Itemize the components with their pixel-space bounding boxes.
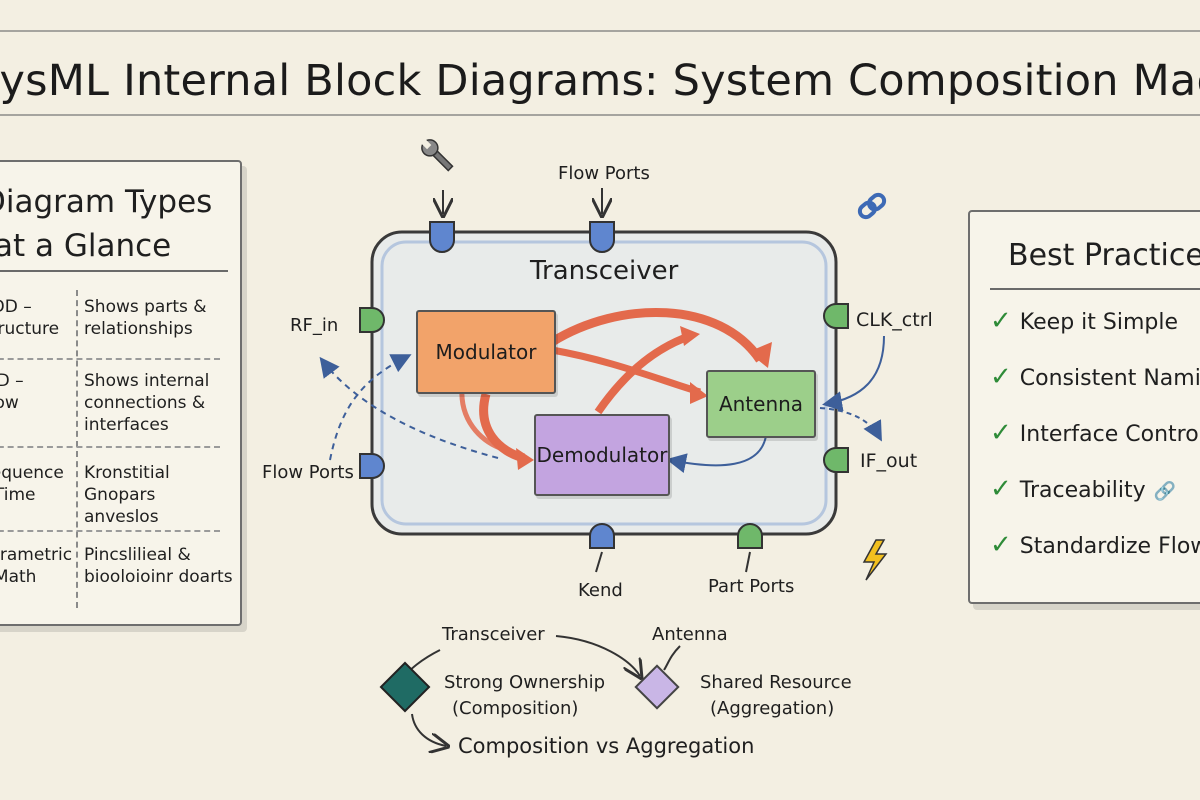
wrench-icon	[421, 139, 454, 172]
part-ports-label: Part Ports	[708, 576, 795, 597]
title-rule-bottom	[0, 114, 1200, 116]
demodulator-label: Demodulator	[536, 443, 668, 467]
flow-port	[589, 221, 615, 253]
row-divider	[0, 358, 220, 360]
best-practice-label: Standardize Flows	[1019, 534, 1200, 559]
flow-arrowhead	[748, 342, 772, 368]
flow-arrow	[594, 332, 692, 415]
modulator-label: Modulator	[435, 340, 537, 364]
best-practice-item: ✓ Interface Control	[990, 418, 1200, 448]
check-icon: ✓	[990, 474, 1012, 504]
demodulator-block: Demodulator	[534, 414, 670, 496]
transceiver-title: Transceiver	[530, 256, 679, 286]
connector	[319, 356, 499, 459]
flow-port	[359, 453, 385, 479]
antenna-label: Antenna	[718, 392, 804, 416]
if-out-label: IF_out	[860, 450, 918, 472]
connector	[666, 435, 767, 473]
flow-arrowhead	[516, 448, 534, 470]
kend-label: Kend	[578, 580, 623, 601]
legend-antenna: Antenna	[652, 624, 728, 645]
check-icon: ✓	[990, 362, 1012, 392]
legend-shared-2: (Aggregation)	[710, 698, 835, 719]
part-port	[823, 303, 849, 329]
pointer-line	[745, 551, 751, 573]
flow-ports-top-label: Flow Ports	[558, 163, 650, 184]
diagram-type-desc: Kronstitial Gnopars anveslos	[84, 463, 170, 527]
flow-port	[589, 523, 615, 549]
check-icon: ✓	[990, 306, 1012, 336]
page-title: SysML Internal Block Diagrams: System Co…	[0, 56, 1200, 106]
flow-arrowhead	[690, 382, 708, 404]
diagram-types-panel: Diagram Types at a Glance BDD – Structur…	[0, 160, 242, 626]
connector	[819, 407, 882, 442]
best-practice-item: ✓ Standardize Flows	[990, 530, 1200, 560]
check-icon: ✓	[990, 418, 1012, 448]
diagram-types-heading-1: Diagram Types	[0, 184, 213, 220]
clk-ctrl-label: CLK_ctrl	[856, 309, 933, 331]
flow-arrow	[549, 308, 764, 363]
composition-diamond	[379, 661, 431, 713]
best-practice-item: ✓ Keep it Simple	[990, 306, 1178, 336]
row-divider	[0, 446, 220, 448]
heading-divider	[0, 270, 228, 272]
row-divider	[0, 530, 220, 532]
best-practice-label: Keep it Simple	[1019, 310, 1179, 335]
best-practice-label: Traceability	[1019, 478, 1146, 503]
part-port	[359, 307, 385, 333]
connector	[329, 354, 412, 461]
diagram-type-name: Parametric – Math	[0, 545, 73, 587]
legend-strong-1: Strong Ownership	[444, 672, 606, 693]
flow-port	[429, 221, 455, 253]
best-practices-panel: Best Practices ✓ Keep it Simple ✓ Consiste…	[968, 210, 1200, 604]
legend-shared-1: Shared Resource	[700, 672, 852, 693]
legend-connector	[663, 645, 681, 671]
check-icon: ✓	[990, 530, 1012, 560]
best-practice-label: Consistent Naming	[1019, 366, 1200, 391]
best-practice-item: ✓ Traceability 🔗	[990, 474, 1176, 504]
pointer-line	[595, 551, 603, 573]
best-practice-item: ✓ Consistent Naming	[990, 362, 1200, 392]
legend-connector	[555, 635, 640, 676]
rf-in-label: RF_in	[290, 315, 339, 336]
modulator-block: Modulator	[416, 310, 556, 394]
column-divider	[76, 290, 78, 608]
flow-arrow	[459, 387, 501, 451]
diagram-type-name: IBD – Flow	[0, 371, 24, 413]
diagram-type-desc: Shows internal connections & interfaces	[84, 371, 210, 435]
antenna-block: Antenna	[706, 370, 816, 438]
connector	[822, 335, 885, 412]
diagram-type-name: BDD – Structure	[0, 297, 60, 339]
diagram-types-heading-2: at a Glance	[0, 228, 172, 264]
best-practice-label: Interface Control	[1019, 422, 1200, 447]
lightning-icon	[862, 539, 888, 581]
best-practices-heading: Best Practices	[1008, 238, 1200, 273]
legend-transceiver: Transceiver	[442, 624, 545, 645]
legend-connector	[411, 713, 446, 746]
title-rule-top	[0, 30, 1200, 32]
aggregation-diamond	[634, 664, 680, 710]
part-port	[823, 447, 849, 473]
link-icon: 🔗	[1153, 481, 1177, 502]
heading-divider	[990, 288, 1200, 290]
legend-strong-2: (Composition)	[452, 698, 579, 719]
part-port	[737, 523, 763, 549]
flow-arrowhead	[680, 326, 700, 346]
diagram-type-desc: Shows parts & relationships	[84, 297, 207, 339]
flow-ports-left-label: Flow Ports	[262, 462, 354, 483]
legend-caption: Composition vs Aggregation	[458, 734, 755, 758]
diagram-type-desc: Pincslilieal & biooloioinr doarts	[84, 545, 233, 587]
link-icon	[857, 192, 887, 220]
diagram-type-name: Sequence – Time	[0, 463, 64, 505]
